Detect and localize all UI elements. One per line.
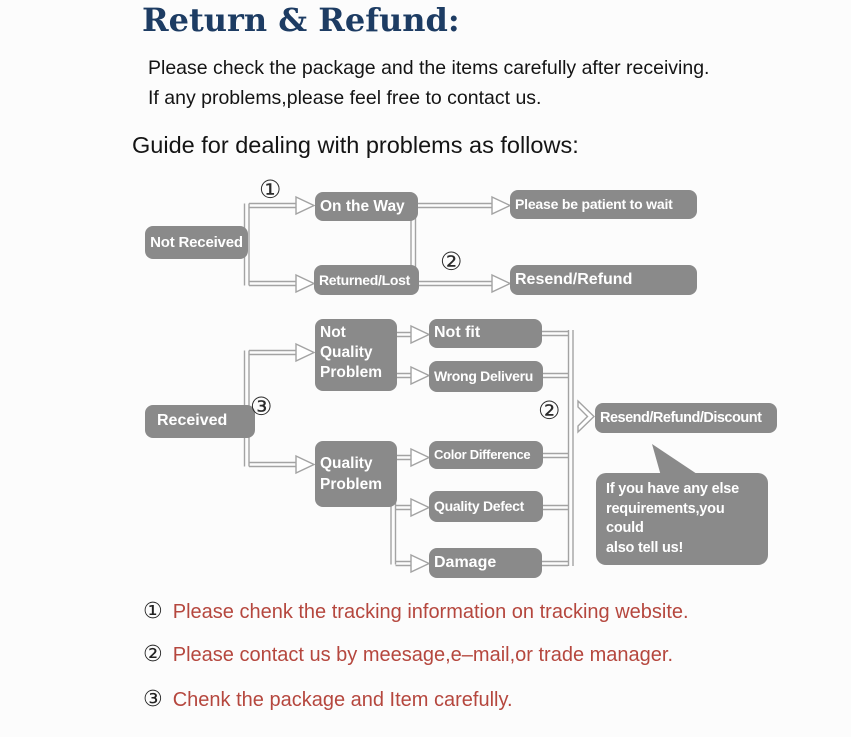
marker-3-flow: ③ bbox=[250, 393, 273, 421]
arrowhead-patient bbox=[491, 195, 512, 216]
node-returned-lost: Returned/Lost bbox=[314, 265, 419, 295]
note-1-number: ① bbox=[143, 598, 163, 623]
arrowhead-not-quality bbox=[295, 342, 316, 363]
node-damage: Damage bbox=[429, 548, 542, 578]
node-not-fit: Not fit bbox=[429, 319, 542, 348]
speech-bubble: If you have any else requirements,you co… bbox=[596, 473, 768, 565]
note-1: ① Please chenk the tracking information … bbox=[143, 598, 689, 624]
marker-2-flow1: ② bbox=[440, 248, 463, 276]
arrowhead-quality bbox=[295, 454, 316, 475]
note-3: ③ Chenk the package and Item carefully. bbox=[143, 686, 513, 712]
arrowhead-resend-refund bbox=[491, 273, 512, 294]
intro-line-2: If any problems,please feel free to cont… bbox=[148, 87, 542, 109]
note-3-text: Chenk the package and Item carefully. bbox=[172, 689, 513, 711]
arrowhead-color-difference bbox=[410, 447, 431, 468]
arrowhead-not-fit bbox=[410, 324, 431, 345]
connector-h-returned-lost bbox=[249, 280, 296, 287]
node-color-difference: Color Difference bbox=[429, 441, 543, 469]
marker-2-flow2: ② bbox=[538, 397, 561, 425]
node-resend-refund: Resend/Refund bbox=[510, 265, 697, 295]
connector-h-not-fit bbox=[395, 331, 411, 338]
note-1-text: Please chenk the tracking information on… bbox=[172, 601, 689, 623]
chevron-to-resend-discount bbox=[577, 399, 596, 434]
connector-h-not-quality bbox=[249, 349, 296, 356]
connector-h-on-the-way bbox=[249, 202, 296, 209]
arrowhead-on-the-way bbox=[295, 195, 316, 216]
note-2-number: ② bbox=[143, 641, 163, 666]
node-not-received: Not Received bbox=[145, 226, 248, 259]
page-title: Return & Refund: bbox=[142, 1, 460, 39]
connector-h-resend-refund bbox=[415, 280, 492, 287]
note-2-text: Please contact us by meesage,e–mail,or t… bbox=[172, 644, 674, 666]
node-not-quality-problem: Not Quality Problem bbox=[315, 319, 397, 391]
intro-line-1: Please check the package and the items c… bbox=[148, 57, 710, 79]
connector-h-quality bbox=[249, 461, 296, 468]
connector-h-color-difference bbox=[395, 454, 411, 461]
arrowhead-quality-defect bbox=[410, 497, 431, 518]
connector-h-wrong-deliveru bbox=[395, 372, 411, 379]
node-quality-defect: Quality Defect bbox=[429, 491, 543, 522]
node-received: Received bbox=[145, 405, 255, 438]
node-please-be-patient: Please be patient to wait bbox=[510, 190, 697, 219]
note-3-number: ③ bbox=[143, 686, 163, 711]
connector-h-quality-defect bbox=[395, 504, 411, 511]
arrowhead-wrong-deliveru bbox=[410, 365, 431, 386]
note-2: ② Please contact us by meesage,e–mail,or… bbox=[143, 641, 673, 667]
arrowhead-returned-lost bbox=[295, 273, 316, 294]
connector-v-collect bbox=[567, 330, 574, 566]
node-on-the-way: On the Way bbox=[315, 192, 418, 221]
arrowhead-damage bbox=[410, 553, 431, 574]
node-wrong-deliveru: Wrong Deliveru bbox=[429, 361, 543, 392]
speech-bubble-tail bbox=[652, 444, 700, 476]
marker-1-flow: ① bbox=[259, 176, 282, 204]
guide-heading: Guide for dealing with problems as follo… bbox=[132, 132, 579, 158]
node-resend-refund-discount: Resend/Refund/Discount bbox=[595, 403, 777, 433]
connector-h-patient bbox=[415, 202, 492, 209]
connector-h-damage bbox=[395, 560, 411, 567]
node-quality-problem: Quality Problem bbox=[315, 441, 397, 507]
